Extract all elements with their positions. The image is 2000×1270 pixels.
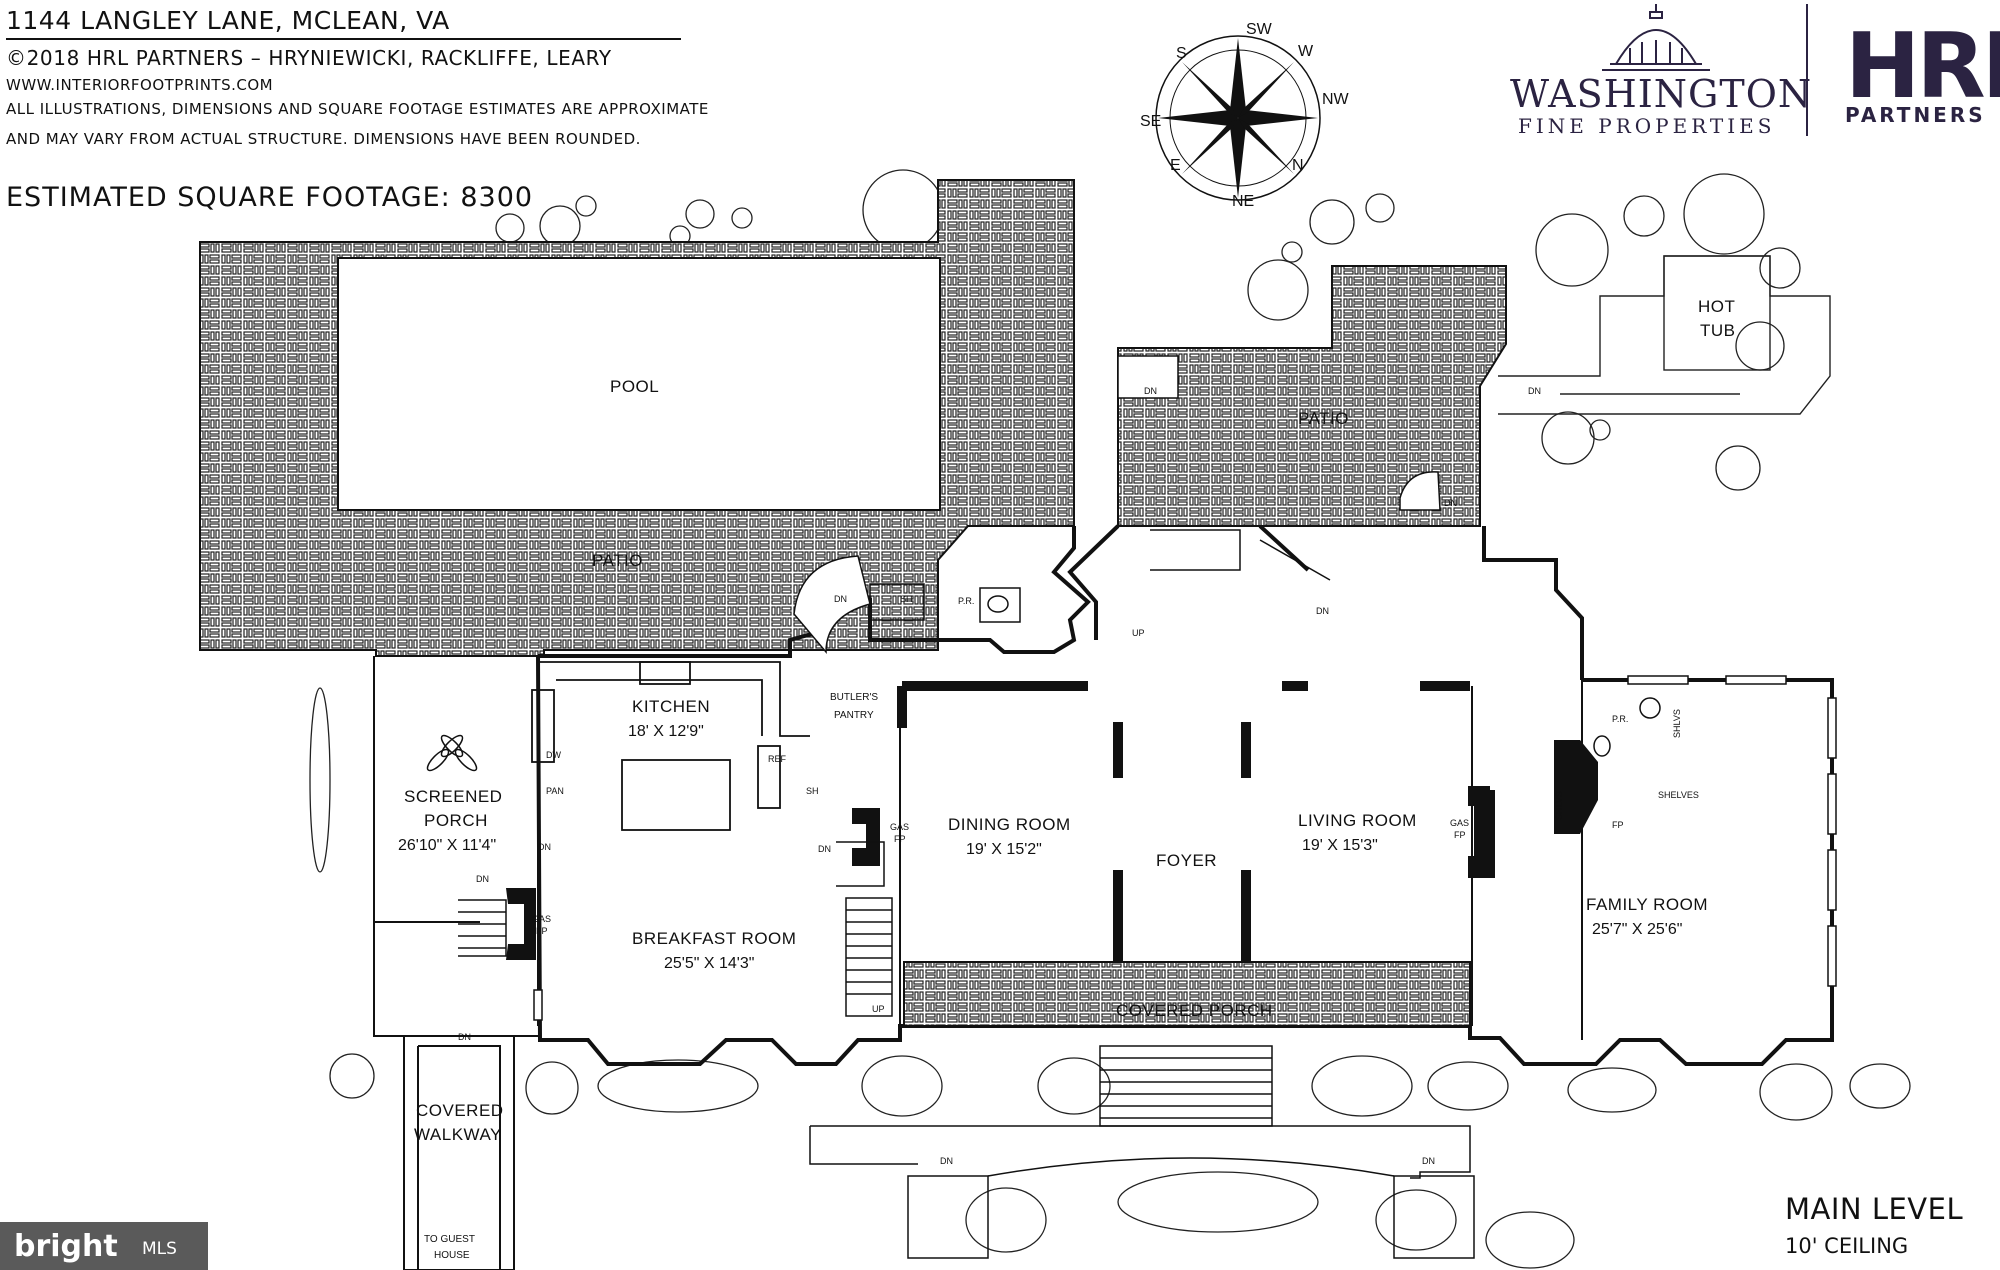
guest-house-label-2: HOUSE (434, 1250, 470, 1261)
hot-tub-deck (1498, 255, 1831, 415)
patio-left-label: PATIO (592, 551, 643, 570)
landscaping (309, 169, 1911, 1269)
fp-label: FP (536, 926, 548, 936)
dn-label: DN (818, 844, 831, 854)
pool-label: POOL (610, 377, 659, 396)
capitol-dome-logo (1602, 4, 1710, 71)
pool (337, 257, 941, 511)
level-name: MAIN LEVEL (1785, 1192, 1964, 1226)
stairs (458, 529, 1331, 1017)
gas-fp-label: GAS (890, 822, 909, 832)
screened-porch (373, 656, 538, 1270)
gas-fp-label: GAS (1450, 818, 1469, 828)
sh-label: SH (806, 786, 819, 796)
living-room-label: LIVING ROOM (1298, 811, 1417, 830)
disclaimer-line-2: AND MAY VARY FROM ACTUAL STRUCTURE. DIME… (6, 130, 641, 148)
covered-porch (903, 961, 1471, 1027)
dn-label: DN (458, 1032, 471, 1042)
compass-s: S (1176, 45, 1187, 62)
ceiling-fan-icon (426, 734, 478, 772)
pr-label: P.R. (958, 596, 974, 606)
gas-fp-label: GAS (532, 914, 551, 924)
dn-label: DN (1316, 606, 1329, 616)
windows (533, 675, 1837, 1021)
powder-room-fixtures (869, 583, 1661, 757)
shlvs-label: SHLVS (1672, 709, 1682, 738)
screened-porch-label-2: PORCH (424, 811, 488, 830)
header-rule (6, 38, 681, 40)
dining-room-dim: 19' X 15'2" (966, 841, 1042, 858)
walkway-label-1: COVERED (416, 1101, 504, 1120)
disclaimer-line-1: ALL ILLUSTRATIONS, DIMENSIONS AND SQUARE… (6, 100, 709, 118)
family-room-label: FAMILY ROOM (1586, 895, 1708, 914)
kitchen-label: KITCHEN (632, 697, 710, 716)
front-steps (809, 1045, 1475, 1259)
square-footage: ESTIMATED SQUARE FOOTAGE: 8300 (6, 182, 534, 213)
dn-label: DN (834, 594, 847, 604)
shelves-label: SHELVES (1658, 790, 1699, 800)
fp-label: FP (1454, 830, 1466, 840)
sh-label: SH (900, 594, 913, 604)
dn-label: DN (1422, 1156, 1435, 1166)
patio-right-label: PATIO (1298, 409, 1349, 428)
dn-label: DN (940, 1156, 953, 1166)
dining-room-label: DINING ROOM (948, 815, 1071, 834)
website-line: WWW.INTERIORFOOTPRINTS.COM (6, 76, 274, 94)
compass-se: SE (1140, 113, 1161, 130)
brand-fine-properties: FINE PROPERTIES (1518, 114, 1776, 138)
butlers-pantry-label-2: PANTRY (834, 710, 874, 721)
dn-label: DN (1444, 498, 1457, 508)
shlvs-label: SHLVS (1554, 791, 1564, 820)
compass-rose: SW W NW N NE E SE S (1140, 21, 1350, 210)
dn-label: DN (538, 842, 551, 852)
kitchen-dim: 18' X 12'9" (628, 723, 704, 740)
breakfast-room-label: BREAKFAST ROOM (632, 929, 796, 948)
copyright-line: ©2018 HRL PARTNERS – HRYNIEWICKI, RACKLI… (6, 46, 612, 70)
mls-suffix: MLS (142, 1239, 177, 1259)
fireplaces (506, 740, 1598, 960)
foyer-label: FOYER (1156, 851, 1217, 870)
living-room-dim: 19' X 15'3" (1302, 837, 1378, 854)
fp-label: FP (894, 834, 906, 844)
compass-n: N (1292, 157, 1304, 174)
dw-label: DW (546, 750, 561, 760)
compass-ne: NE (1232, 193, 1254, 210)
pan-label: PAN (546, 786, 564, 796)
screened-porch-label-1: SCREENED (404, 787, 502, 806)
dn-label: DN (476, 874, 489, 884)
up-label: UP (872, 1004, 885, 1014)
compass-e: E (1170, 157, 1181, 174)
brand-washington: WASHINGTON (1510, 72, 1813, 116)
covered-porch-label: COVERED PORCH (1116, 1001, 1273, 1020)
mls-watermark (0, 1222, 208, 1270)
fp-label: FP (1612, 820, 1624, 830)
dn-label: DN (1528, 386, 1541, 396)
guest-house-label-1: TO GUEST (424, 1234, 475, 1245)
family-room-dim: 25'7" X 25'6" (1592, 921, 1682, 938)
brand-divider (1806, 4, 1808, 136)
compass-w: W (1298, 43, 1314, 60)
screened-porch-dim: 26'10" X 11'4" (398, 837, 496, 854)
pr-label: P.R. (1612, 714, 1628, 724)
compass-sw: SW (1246, 21, 1273, 38)
kitchen-fixtures (531, 661, 810, 831)
hot-tub-label-1: HOT (1698, 297, 1735, 316)
up-label: UP (1132, 628, 1145, 638)
butlers-pantry-label-1: BUTLER'S (830, 692, 878, 703)
mls-brand: bright (14, 1229, 118, 1264)
breakfast-room-dim: 25'5" X 14'3" (664, 955, 754, 972)
compass-nw: NW (1322, 91, 1350, 108)
property-address: 1144 LANGLEY LANE, MCLEAN, VA (6, 6, 450, 35)
brand-hrl: HRL (1845, 14, 2000, 119)
hot-tub-label-2: TUB (1700, 321, 1736, 340)
walkway-label-2: WALKWAY (414, 1125, 502, 1144)
dn-label: DN (1144, 386, 1157, 396)
ceiling-height: 10' CEILING (1785, 1234, 1909, 1258)
spiral-stairs (793, 471, 1441, 655)
ref-label: REF (768, 754, 787, 764)
brand-partners: PARTNERS (1845, 103, 1986, 127)
